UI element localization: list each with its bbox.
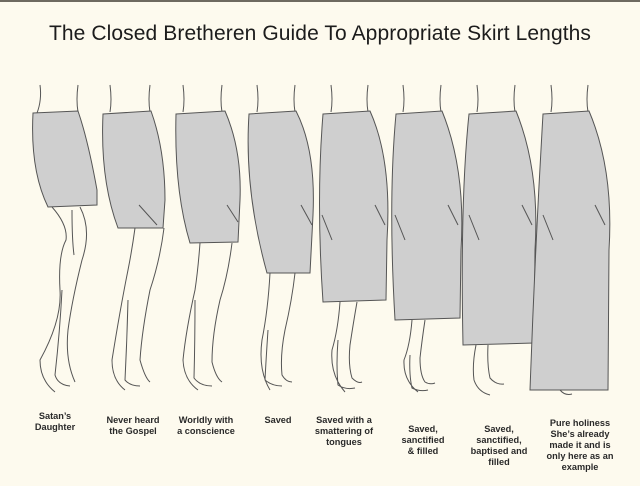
figure-saved-sanctified-filled bbox=[391, 84, 463, 393]
label-never-heard-the-gospel: Never heard the Gospel bbox=[106, 415, 160, 436]
skirt-illustrations bbox=[32, 84, 611, 396]
figure-worldly-with-a-conscience bbox=[175, 84, 241, 391]
label-saved-sanctified-baptised-filled: Saved, sanctified, baptised and filled bbox=[470, 424, 528, 467]
label-saved: Saved bbox=[264, 415, 292, 425]
figure-pure-holiness bbox=[529, 84, 611, 395]
label-worldly-with-a-conscience: Worldly with a conscience bbox=[177, 415, 235, 436]
figure-saved-sanctified-baptised-filled bbox=[461, 84, 537, 396]
figure-saved bbox=[247, 84, 314, 391]
label-saved-smattering-of-tongues: Saved with a smattering of tongues bbox=[314, 415, 374, 447]
figure-saved-smattering-of-tongues bbox=[319, 84, 389, 393]
page-title: The Closed Bretheren Guide To Appropriat… bbox=[48, 22, 592, 45]
label-satans-daughter: Satan’s Daughter bbox=[34, 411, 76, 432]
top-border bbox=[0, 0, 640, 2]
figure-satans-daughter bbox=[32, 84, 98, 393]
label-saved-sanctified-filled: Saved, sanctified & filled bbox=[401, 424, 445, 456]
figure-never-heard-the-gospel bbox=[102, 84, 166, 391]
label-pure-holiness: Pure holiness She’s already made it and … bbox=[546, 418, 614, 472]
